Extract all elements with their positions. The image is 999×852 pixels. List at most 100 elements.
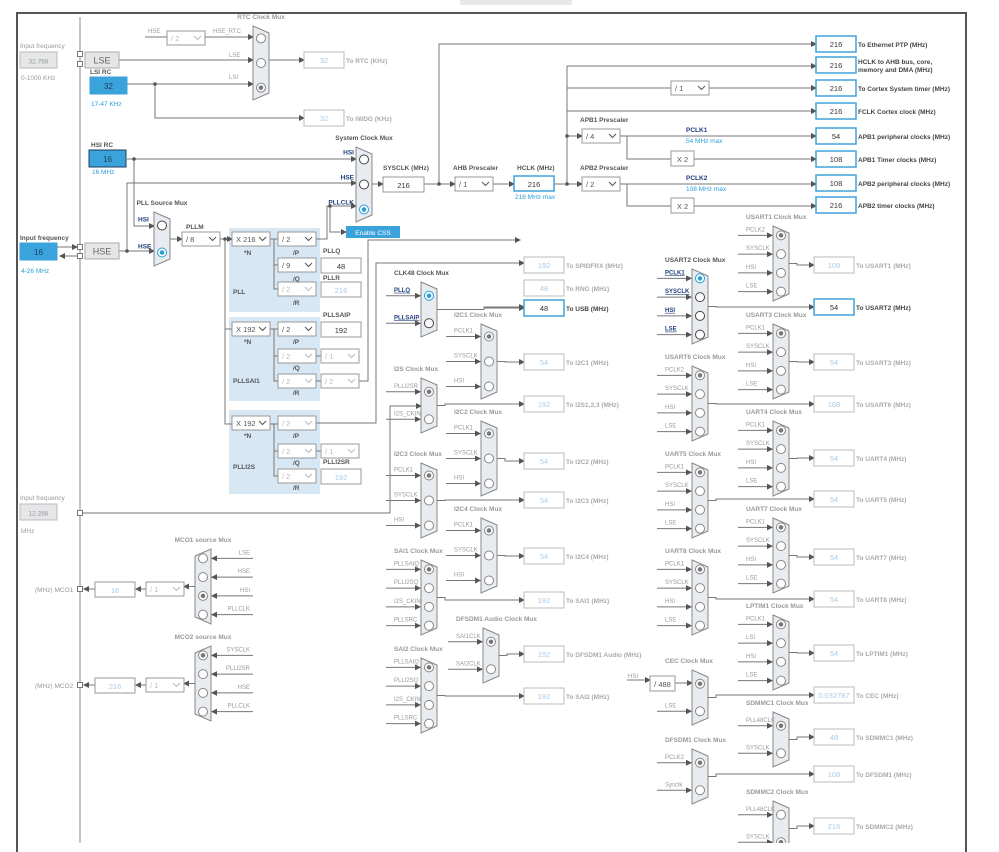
mco1-divider[interactable]: / 1: [145, 581, 185, 597]
mux-radio-1[interactable]: [776, 541, 786, 552]
mux-radio-3[interactable]: [695, 523, 705, 534]
mux-radio-2[interactable]: [484, 478, 494, 489]
mux-radio-3[interactable]: [776, 286, 786, 297]
mux-radio-2[interactable]: [776, 559, 786, 570]
dropdown-box[interactable]: [277, 468, 317, 484]
pllm-divider[interactable]: / 8: [181, 231, 221, 247]
mux-radio-1[interactable]: [776, 638, 786, 649]
dropdown-box[interactable]: [277, 373, 317, 389]
dropdown-box[interactable]: [581, 128, 621, 144]
mux-radio-1[interactable]: [695, 292, 705, 303]
apb1-prescaler[interactable]: / 4: [581, 128, 621, 144]
mux-radio-2[interactable]: [776, 462, 786, 473]
output-value-box[interactable]: [523, 395, 565, 413]
value-box[interactable]: [94, 677, 136, 694]
mux-radio-2[interactable]: [695, 504, 705, 515]
dropdown-box[interactable]: [231, 231, 271, 247]
output-value-box[interactable]: [815, 174, 857, 192]
pllsai1-n-multiplier[interactable]: X 192: [231, 321, 271, 337]
mux-radio-1[interactable]: [695, 389, 705, 400]
pll-r-divider[interactable]: / 2: [277, 281, 317, 297]
lse-input-frequency-box[interactable]: [19, 51, 58, 69]
mux-radio-1[interactable]: [424, 495, 434, 506]
dropdown-box[interactable]: [277, 281, 317, 297]
output-value-box[interactable]: [813, 298, 855, 316]
mux-radio-1[interactable]: [695, 706, 705, 717]
mux-radio-2[interactable]: [776, 656, 786, 667]
output-value-box[interactable]: [813, 490, 855, 508]
output-value-box[interactable]: [815, 35, 857, 53]
mux-radio-2[interactable]: [424, 520, 434, 531]
mux-radio-0[interactable]: [256, 33, 266, 44]
mux-radio-1[interactable]: [776, 347, 786, 358]
i2s-input-frequency[interactable]: 12.288: [19, 503, 58, 521]
mux-radio-3[interactable]: [695, 620, 705, 631]
mux-radio-1[interactable]: [776, 444, 786, 455]
output-value-box[interactable]: [815, 150, 857, 168]
mux-radio-1[interactable]: [486, 664, 496, 675]
plli2s-q2-divider[interactable]: / 1: [320, 443, 360, 459]
mux-radio-0[interactable]: [157, 220, 167, 231]
mux-radio-3[interactable]: [695, 329, 705, 340]
output-value-box[interactable]: [523, 353, 565, 371]
mux-radio-2[interactable]: [695, 310, 705, 321]
output-value-box[interactable]: [813, 728, 855, 746]
output-value-box[interactable]: [813, 353, 855, 371]
mux-radio-1[interactable]: [424, 318, 434, 329]
output-value-box[interactable]: [523, 591, 565, 609]
enable-css-bg[interactable]: [346, 226, 400, 238]
hse-input-frequency[interactable]: 16: [19, 242, 58, 261]
output-value-box[interactable]: [523, 547, 565, 565]
output-value-box[interactable]: [813, 449, 855, 467]
mux-radio-1[interactable]: [424, 583, 434, 594]
mco2-divider[interactable]: / 1: [145, 677, 185, 693]
mux-radio-3[interactable]: [198, 609, 208, 620]
mux-radio-1[interactable]: [359, 179, 369, 190]
pllsai1-q2-divider[interactable]: / 1: [320, 348, 360, 364]
mux-radio-1[interactable]: [256, 58, 266, 68]
dropdown-box[interactable]: [166, 30, 206, 46]
mux-radio-0[interactable]: [776, 809, 786, 820]
plli2s-n-multiplier[interactable]: X 192: [231, 415, 271, 431]
mux-radio-1[interactable]: [484, 453, 494, 464]
dropdown-box[interactable]: [145, 581, 185, 597]
output-value-box[interactable]: [523, 491, 565, 509]
mux-radio-2[interactable]: [424, 601, 434, 612]
pllsai1-r2-divider[interactable]: / 2: [320, 373, 360, 389]
dropdown-box[interactable]: [320, 373, 360, 389]
mux-radio-1[interactable]: [695, 583, 705, 594]
output-value-box[interactable]: [815, 79, 857, 97]
value-box[interactable]: [382, 176, 425, 193]
mux-radio-3[interactable]: [695, 426, 705, 437]
toolbar-tab[interactable]: [460, 0, 572, 5]
mux-radio-2[interactable]: [776, 267, 786, 278]
value-box[interactable]: [320, 468, 362, 485]
pll-q-divider[interactable]: / 9: [277, 257, 317, 273]
plli2s-r-divider[interactable]: / 2: [277, 468, 317, 484]
ahb-prescaler[interactable]: / 1: [454, 176, 494, 192]
mux-radio-1[interactable]: [198, 572, 208, 583]
mux-radio-2[interactable]: [695, 407, 705, 418]
output-value-box[interactable]: [813, 817, 855, 835]
mux-radio-3[interactable]: [776, 578, 786, 589]
dropdown-box[interactable]: [231, 415, 271, 431]
plli2s-q-divider[interactable]: / 2: [277, 443, 317, 459]
output-value-box[interactable]: [523, 687, 565, 705]
dropdown-box[interactable]: [277, 321, 317, 337]
mux-radio-1[interactable]: [424, 414, 434, 425]
mux-radio-3[interactable]: [424, 620, 434, 631]
mux-radio-0[interactable]: [198, 553, 208, 564]
mux-radio-1[interactable]: [776, 249, 786, 260]
output-value-box[interactable]: [815, 102, 857, 120]
dropdown-box[interactable]: [320, 443, 360, 459]
output-value-box[interactable]: [523, 256, 565, 274]
hse-input-frequency-box[interactable]: [19, 242, 58, 261]
value-box[interactable]: [94, 581, 136, 598]
output-value-box[interactable]: [813, 395, 855, 413]
dropdown-box[interactable]: [277, 443, 317, 459]
mux-radio-1[interactable]: [424, 681, 434, 692]
cortex-timer-divider[interactable]: / 1: [670, 80, 710, 96]
value-box[interactable]: [320, 281, 362, 298]
dropdown-box[interactable]: [277, 257, 317, 273]
output-value-box[interactable]: [523, 279, 565, 297]
